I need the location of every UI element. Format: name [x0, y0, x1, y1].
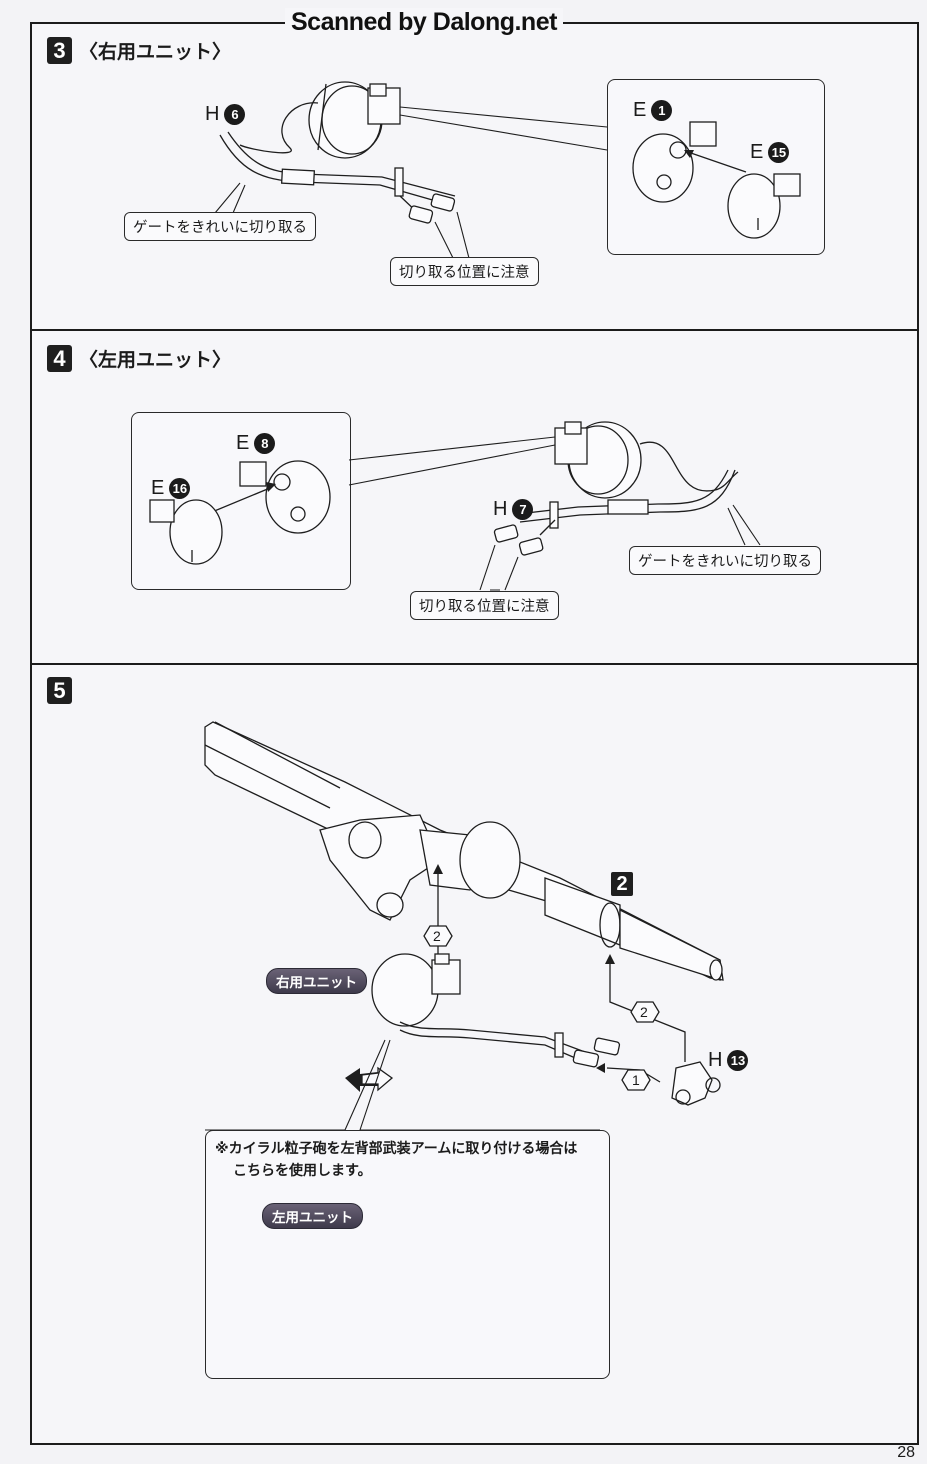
step-number: 5	[47, 677, 72, 704]
section-divider	[30, 329, 919, 331]
watermark: Scanned by Dalong.net	[285, 8, 563, 37]
step-4-header: 4 〈左用ユニット〉	[47, 345, 231, 372]
drum-unit-drawing	[308, 81, 401, 159]
ref-step-badge: 2	[611, 872, 633, 896]
order-mark-label: 2	[640, 1004, 648, 1020]
assembly-arrow-icon	[211, 487, 271, 513]
connector-1	[430, 193, 456, 212]
connector-2	[408, 205, 434, 224]
order-mark-2a	[423, 925, 453, 947]
callout-gate-cut: ゲートをきれいに切り取る	[124, 212, 316, 241]
connector-1	[593, 1037, 621, 1056]
section-divider	[30, 663, 919, 665]
alternate-note-box	[205, 1130, 610, 1379]
step-number: 3	[47, 37, 72, 64]
step-5-header: 5	[47, 677, 72, 704]
order-mark-label: 1	[632, 1072, 640, 1088]
connector-1	[493, 524, 519, 543]
step-title: 〈右用ユニット〉	[79, 41, 232, 63]
note-line-2: こちらを使用します。	[233, 1163, 372, 1179]
connector-2	[518, 537, 544, 556]
step-title: 〈左用ユニット〉	[79, 349, 232, 371]
step-3-inset-drawing	[632, 121, 801, 239]
order-mark-2b	[630, 1001, 660, 1023]
callout-cut-position: 切り取る位置に注意	[390, 257, 539, 286]
unit-label-right: 右用ユニット	[266, 968, 367, 994]
assembly-arrow-icon	[687, 151, 747, 173]
callout-cut-position: 切り取る位置に注意	[410, 591, 559, 620]
note-line-1: ※カイラル粒子砲を左背部武装アームに取り付ける場合は	[215, 1141, 578, 1157]
step-3-illustration	[214, 81, 608, 263]
step-number: 4	[47, 345, 72, 372]
order-mark-label: 2	[433, 928, 441, 944]
swap-arrows-icon	[345, 1066, 394, 1092]
unit-label-left: 左用ユニット	[262, 1203, 363, 1229]
page-number: 28	[897, 1444, 915, 1461]
callout-gate-cut: ゲートをきれいに切り取る	[629, 546, 821, 575]
step-3-header: 3 〈右用ユニット〉	[47, 37, 231, 64]
connector-2	[572, 1049, 600, 1068]
order-mark-1	[621, 1069, 651, 1091]
cannon-drawing	[204, 721, 724, 981]
step-4-inset-drawing	[149, 421, 761, 591]
